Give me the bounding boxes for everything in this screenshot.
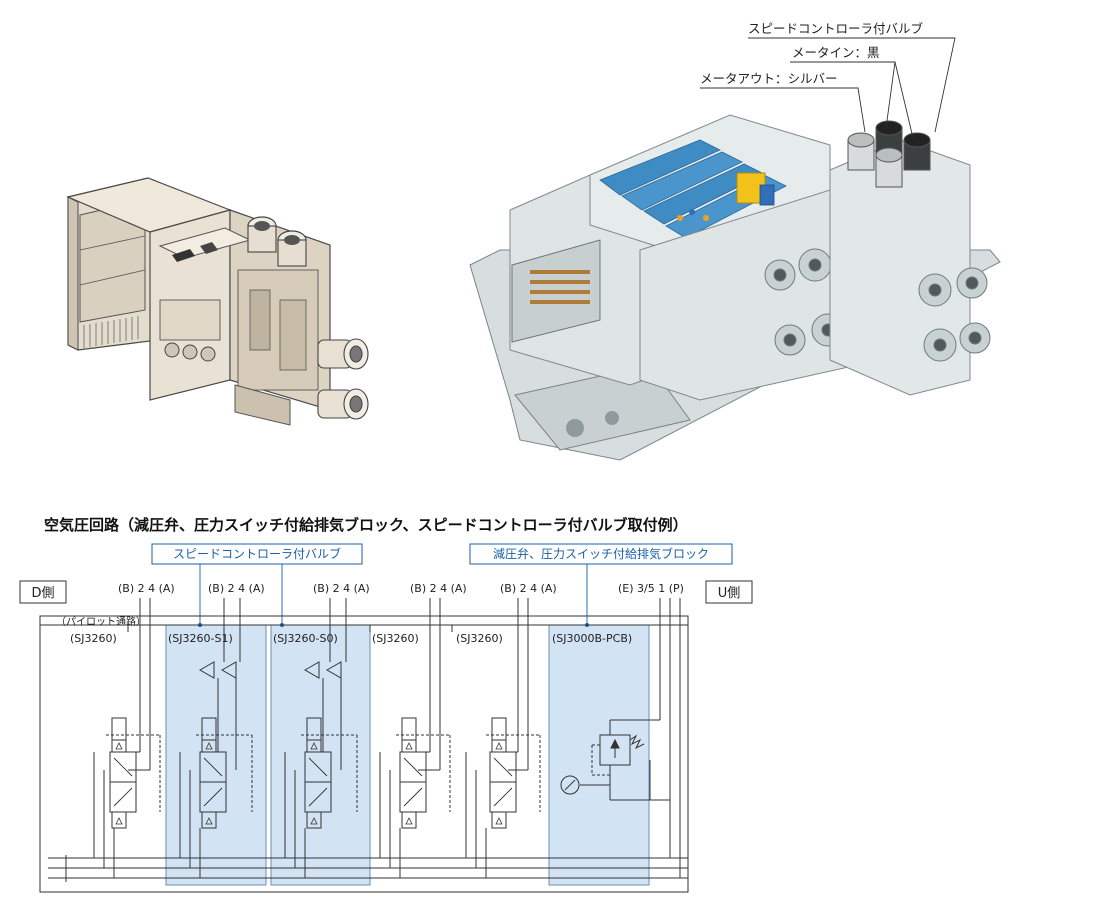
station-label-6: (SJ3000B-PCB): [552, 632, 632, 645]
photo-label-meter-in: メータイン：黒: [792, 45, 880, 60]
callout-speed-controller: スピードコントローラ付バルブ: [151, 543, 363, 627]
port-label-2: (B) 2 4 (A): [208, 582, 265, 595]
diagram-title: 空気圧回路（減圧弁、圧力スイッチ付給排気ブロック、スピードコントローラ付バルブ取…: [44, 516, 688, 534]
station-label-5: (SJ3260): [456, 632, 503, 645]
side-label-u: U側: [705, 580, 753, 604]
photo-label-speed-controller-valve: スピードコントローラ付バルブ: [748, 21, 924, 36]
station-label-3: (SJ3260-S0): [273, 632, 338, 645]
valve-station-2: [179, 598, 253, 878]
port-label-3: (B) 2 4 (A): [313, 582, 370, 595]
station-dividers: [127, 625, 453, 632]
port-label-6: (E) 3/5 1 (P): [618, 582, 684, 595]
manifold-cutaway-illustration: [66, 177, 369, 426]
manifold-frame: [39, 615, 689, 893]
station-label-2: (SJ3260-S1): [168, 632, 233, 645]
photo-label-meter-out: メータアウト：シルバー: [700, 71, 838, 86]
svg-text:減圧弁、圧力スイッチ付給排気ブロック: 減圧弁、圧力スイッチ付給排気ブロック: [493, 546, 709, 561]
svg-text:U側: U側: [718, 586, 741, 601]
port-label-1: (B) 2 4 (A): [118, 582, 175, 595]
station-label-4: (SJ3260): [372, 632, 419, 645]
port-label-5: (B) 2 4 (A): [500, 582, 557, 595]
valve-station-3: [284, 598, 358, 878]
supply-exhaust-block: [560, 598, 681, 878]
manifold-photo: [469, 114, 1001, 461]
photo-leader-lines: [700, 37, 956, 139]
side-label-d: D側: [19, 580, 67, 604]
pilot-passage-label: （パイロット通路）: [56, 615, 146, 628]
highlight-blocks: [165, 624, 650, 886]
valve-station-5: [465, 598, 541, 878]
station-label-1: (SJ3260): [70, 632, 117, 645]
callout-supply-block: 減圧弁、圧力スイッチ付給排気ブロック: [469, 543, 733, 627]
svg-text:スピードコントローラ付バルブ: スピードコントローラ付バルブ: [173, 546, 341, 561]
port-label-4: (B) 2 4 (A): [410, 582, 467, 595]
valve-station-1: [93, 598, 161, 878]
svg-text:D側: D側: [31, 586, 54, 601]
valve-station-4: [379, 598, 451, 878]
